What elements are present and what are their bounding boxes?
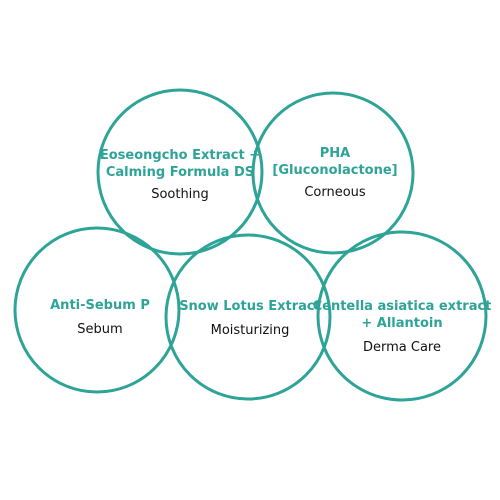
circle-soothing bbox=[96, 88, 264, 256]
ingredient-label: PHA [Gluconolactone] bbox=[240, 145, 430, 179]
circle-moisturizing bbox=[164, 233, 332, 401]
ingredient-label: Anti-Sebum P bbox=[20, 297, 180, 314]
ingredient-line: Anti-Sebum P bbox=[50, 298, 150, 313]
benefit-label: Soothing bbox=[151, 187, 209, 202]
ingredient-line: [Gluconolactone] bbox=[272, 163, 398, 178]
benefit-label: Corneous bbox=[304, 185, 366, 200]
circle-sebum bbox=[13, 226, 181, 394]
ingredient-label: Snow Lotus Extract bbox=[170, 298, 330, 315]
ingredient-label: Eoseongcho Extract + Calming Formula DS bbox=[80, 147, 280, 181]
ingredient-line: Centella asiatica extract bbox=[312, 299, 492, 314]
benefit-label: Sebum bbox=[77, 322, 123, 337]
benefit-label: Moisturizing bbox=[210, 323, 290, 338]
ingredient-line: PHA bbox=[319, 146, 351, 161]
ingredient-line: + Allantoin bbox=[361, 316, 443, 331]
ingredient-line: Calming Formula DS bbox=[105, 165, 255, 180]
ingredient-label: Centella asiatica extract + Allantoin bbox=[307, 298, 497, 332]
circle-derma-care bbox=[316, 230, 488, 402]
ingredient-line: Eoseongcho Extract + bbox=[99, 148, 261, 163]
benefit-label: Derma Care bbox=[363, 340, 441, 355]
ingredient-line: Snow Lotus Extract bbox=[179, 299, 321, 314]
circle-corneous bbox=[251, 91, 415, 255]
